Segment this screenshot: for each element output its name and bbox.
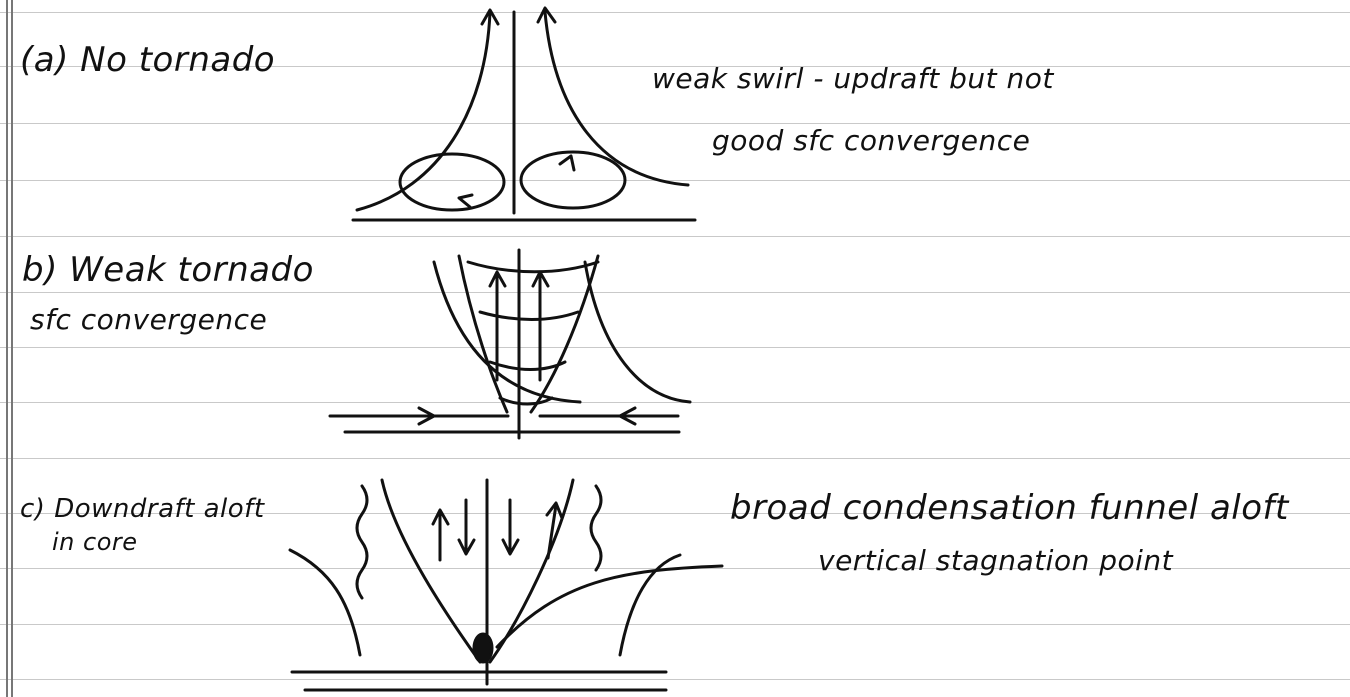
right-outer-streamline <box>585 262 690 402</box>
funnel-right-wall <box>490 480 573 662</box>
swirl-arrowhead <box>459 195 472 207</box>
stagnation-leader-line <box>497 566 722 647</box>
swirl-stroke <box>468 262 598 272</box>
left-streamline <box>290 550 360 655</box>
swirl-stroke <box>480 312 578 320</box>
panel-b-sketch <box>330 250 690 438</box>
panel-c-sketch <box>290 480 722 690</box>
cloud-edge-right <box>591 486 601 570</box>
swirl-arrowhead <box>560 156 574 170</box>
left-streamline <box>357 12 490 210</box>
cloud-edge-left <box>357 486 367 598</box>
swirl-stroke <box>500 398 552 404</box>
stagnation-point-dot <box>474 634 492 662</box>
panel-a-sketch <box>353 8 695 220</box>
swirl-stroke <box>490 362 565 370</box>
left-outer-streamline <box>434 262 580 402</box>
